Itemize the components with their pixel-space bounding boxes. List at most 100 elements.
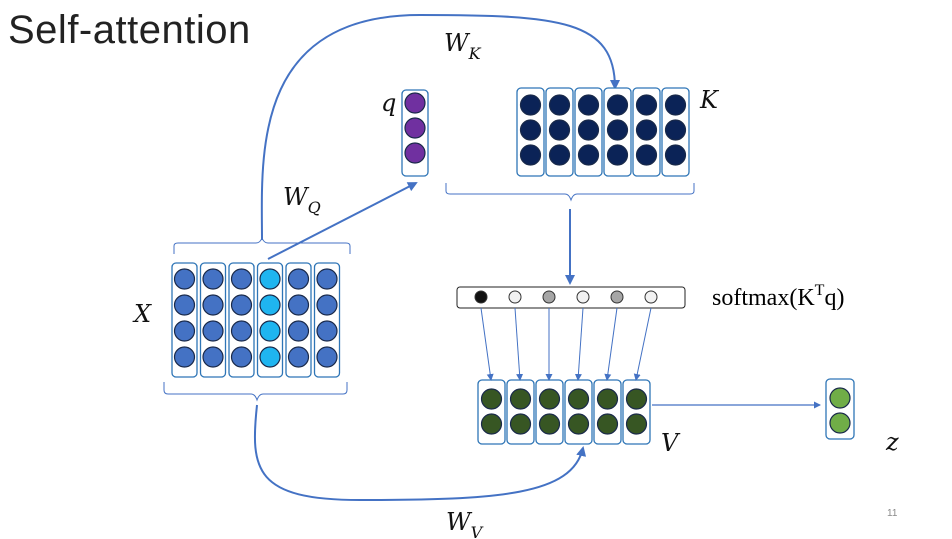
x-node <box>316 320 338 342</box>
wv-subscript: V <box>471 523 484 539</box>
softmax-weight-dot <box>576 290 590 304</box>
softmax-weight-dot <box>508 290 522 304</box>
weight-arrow <box>480 307 494 381</box>
weight-arrow <box>604 307 618 381</box>
k-node <box>577 119 600 141</box>
k-node <box>519 144 542 166</box>
weight-to-value-arrows <box>480 307 652 381</box>
x-node <box>287 320 310 342</box>
v-node <box>509 388 532 410</box>
v-node <box>596 388 619 410</box>
softmax-weight-dot <box>644 290 658 304</box>
slide-title: Self-attention <box>8 8 251 52</box>
x-matrix <box>171 262 341 378</box>
x-node <box>173 294 196 316</box>
k-matrix <box>516 87 690 177</box>
x-node <box>259 346 281 368</box>
x-node <box>259 320 281 342</box>
x-top-brace <box>173 236 351 254</box>
k-node <box>519 119 542 141</box>
softmax-suffix: ) <box>836 285 844 311</box>
v-node <box>567 388 590 410</box>
softmax-weight-dot <box>542 290 556 304</box>
k-label: K <box>699 86 720 114</box>
k-node <box>635 144 658 166</box>
x-node <box>287 294 310 316</box>
k-node <box>548 119 571 141</box>
x-node <box>316 294 338 316</box>
wq-arrow <box>267 182 418 260</box>
k-node <box>606 94 629 116</box>
k-node <box>664 119 687 141</box>
x-node <box>230 268 253 290</box>
z-node <box>829 387 851 409</box>
v-node <box>625 413 648 435</box>
k-node <box>577 144 600 166</box>
v-node <box>538 413 561 435</box>
softmax-weight-dot <box>610 290 624 304</box>
k-bottom-brace <box>445 183 695 202</box>
v-node <box>596 413 619 435</box>
v-node <box>538 388 561 410</box>
z-node <box>829 412 851 434</box>
x-node <box>259 294 281 316</box>
softmax-transpose: T <box>815 282 825 299</box>
v-node <box>509 413 532 435</box>
k-node <box>519 94 542 116</box>
v-node <box>480 388 503 410</box>
k-node <box>548 144 571 166</box>
softmax-label: softmax(KTq) <box>712 282 844 311</box>
wq-subscript: Q <box>308 198 321 217</box>
svg-text:WK: WK <box>444 29 482 63</box>
wv-label: W <box>446 508 473 536</box>
weight-arrow <box>633 307 652 381</box>
softmax-q: q <box>824 285 836 311</box>
k-node <box>606 144 629 166</box>
v-matrix <box>477 379 651 445</box>
x-bottom-brace <box>163 382 348 402</box>
v-node <box>567 413 590 435</box>
z-label: z <box>885 428 899 456</box>
k-node <box>606 119 629 141</box>
weight-arrow <box>514 307 524 381</box>
k-node <box>664 94 687 116</box>
x-node <box>287 346 310 368</box>
q-label: q <box>381 89 396 117</box>
k-node <box>577 94 600 116</box>
svg-text:WQ: WQ <box>283 183 321 217</box>
x-node <box>230 346 253 368</box>
k-node <box>664 144 687 166</box>
q-node <box>404 142 426 164</box>
x-node <box>230 320 253 342</box>
x-node <box>230 294 253 316</box>
v-label: V <box>661 429 681 457</box>
wq-label: W <box>283 183 310 211</box>
q-node <box>404 117 426 139</box>
wv-arrow <box>253 404 587 502</box>
x-label: X <box>132 300 152 328</box>
wk-label: W <box>444 29 471 57</box>
x-node <box>173 320 196 342</box>
k-node <box>548 94 571 116</box>
x-node <box>259 268 281 290</box>
x-node <box>173 346 196 368</box>
weight-arrow <box>574 307 584 381</box>
x-node <box>202 346 224 368</box>
q-node <box>404 92 426 114</box>
wk-arrow <box>260 13 620 241</box>
softmax-weight-dot <box>474 290 488 304</box>
x-node <box>287 268 310 290</box>
softmax-prefix: softmax( <box>712 285 797 311</box>
svg-text:WV: WV <box>446 508 484 539</box>
v-node <box>625 388 648 410</box>
wk-subscript: K <box>468 44 482 63</box>
v-node <box>480 413 503 435</box>
softmax-weight-dots <box>474 290 658 304</box>
x-node <box>202 268 224 290</box>
k-node <box>635 119 658 141</box>
q-vector <box>401 89 429 177</box>
page-number: 11 <box>887 508 898 519</box>
x-node <box>173 268 196 290</box>
x-node <box>316 346 338 368</box>
